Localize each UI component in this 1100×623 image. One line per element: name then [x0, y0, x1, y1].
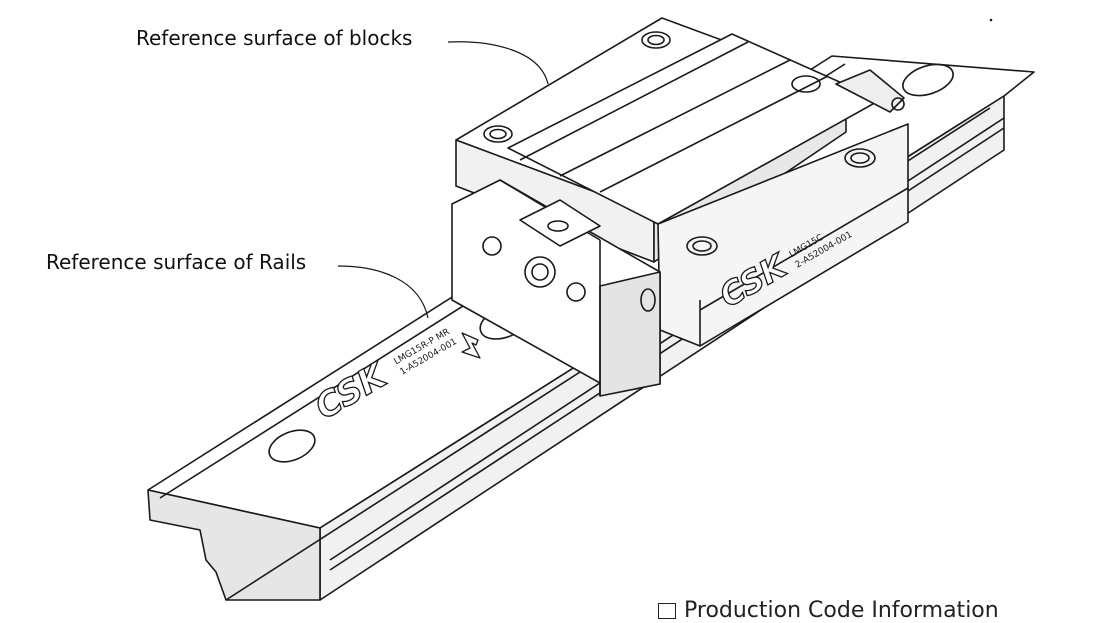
block-mount-hole	[483, 125, 513, 143]
carriage-block	[451, 17, 909, 397]
block-mount-hole	[844, 148, 876, 168]
rail-hole	[268, 429, 316, 463]
footer-caption-text: Production Code Information	[684, 598, 999, 623]
block-mount-hole	[686, 236, 718, 256]
rail-end-profile	[147, 489, 321, 601]
leader-line-rails	[337, 265, 429, 319]
checkbox-icon	[658, 603, 676, 619]
rail-hole	[902, 63, 954, 97]
up-arrow-icon	[461, 332, 481, 359]
footer-caption: Production Code Information	[658, 598, 999, 623]
stray-dot	[989, 18, 993, 22]
grease-nipple	[791, 69, 905, 113]
callout-reference-surface-blocks: Reference surface of blocks	[136, 26, 413, 50]
leader-line-blocks	[447, 41, 549, 85]
callout-reference-surface-rails: Reference surface of Rails	[46, 250, 307, 274]
block-mount-hole	[641, 31, 671, 49]
